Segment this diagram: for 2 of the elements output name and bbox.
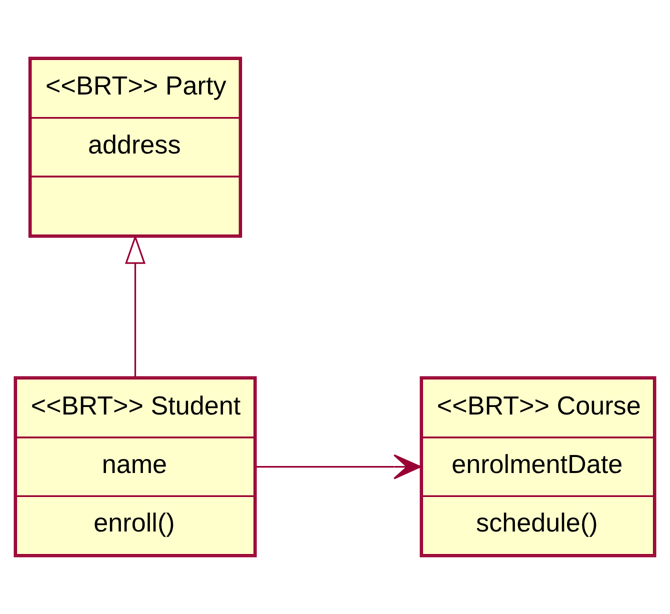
arrow — [124, 234, 146, 378]
arrow — [256, 454, 422, 480]
